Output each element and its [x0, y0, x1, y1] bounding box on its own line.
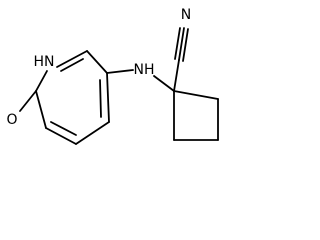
bond-nh-cq [153, 75, 175, 92]
bond-c3-c4-inner [50, 121, 77, 136]
bond-c6-c6a [86, 50, 108, 74]
bond-c6a-n1-inner [60, 58, 84, 72]
bond-c4-c5 [75, 121, 110, 145]
chemical-structure-diagram: N HN NH O [6, 7, 219, 145]
bond-n1-c6 [56, 50, 88, 68]
bond-c5-c6 [106, 72, 110, 123]
bond-c5-c6-inner [99, 79, 102, 118]
bond-c2-c3 [35, 90, 47, 129]
bond-n1-c2 [35, 70, 48, 92]
bond-cq-cn [173, 59, 180, 92]
nitrile-nitrogen-label: N [181, 7, 191, 23]
bond-c2-o [19, 90, 37, 112]
bond-cn-triple-2 [174, 27, 181, 60]
ring-nh-label: HN [34, 54, 55, 70]
bond-c3-c4 [45, 127, 77, 145]
bond-c-nh [106, 69, 134, 74]
bond-cb-1 [173, 90, 219, 100]
bond-cn-triple-1 [178, 27, 185, 61]
carbonyl-oxygen-label: O [6, 112, 17, 128]
molecule-canvas: N HN NH O [0, 0, 224, 158]
bond-cn-triple-3 [182, 28, 189, 62]
amine-nh-label: NH [134, 62, 155, 78]
